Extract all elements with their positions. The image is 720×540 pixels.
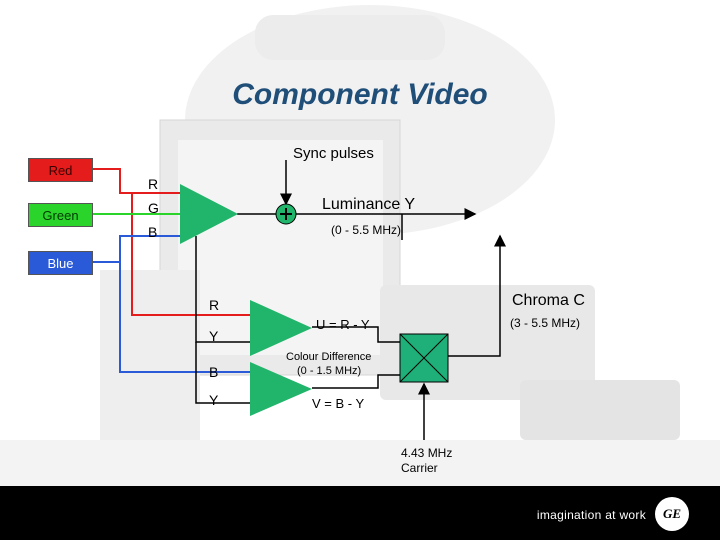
green-input-box: Green <box>28 203 93 227</box>
r-channel-label: R <box>148 176 159 192</box>
v-label: V = B - Y <box>312 396 365 411</box>
ge-logo-icon: GE <box>655 497 689 531</box>
chroma-range: (3 - 5.5 MHz) <box>510 316 581 330</box>
y-feed-lower <box>195 342 254 404</box>
colour-difference-range: (0 - 1.5 MHz) <box>297 365 362 377</box>
modulator-output-line <box>448 240 501 357</box>
b-channel-label: B <box>148 224 158 240</box>
v-line <box>312 374 400 389</box>
blue-signal-path <box>92 235 256 373</box>
red-input-box: Red <box>28 158 93 182</box>
v-amplifier <box>250 362 312 416</box>
u-line <box>312 326 400 343</box>
red-signal-path <box>92 168 262 316</box>
luminance-range: (0 - 5.5 MHz) <box>331 223 402 237</box>
b-input-label: B <box>209 364 219 380</box>
luminance-amplifier <box>180 184 238 244</box>
black-signal-path <box>195 160 506 440</box>
footer-bar <box>0 486 720 540</box>
y-feed-upper <box>195 236 254 343</box>
signal-wiring <box>92 160 506 440</box>
footer-tagline: imagination at work <box>536 508 646 522</box>
u-amplifier <box>250 300 312 356</box>
colour-difference-label: Colour Difference <box>286 351 372 363</box>
y-input-label-lower: Y <box>209 392 219 408</box>
g-channel-label: G <box>148 200 159 216</box>
chroma-label: Chroma C <box>512 292 585 309</box>
page-title: Component Video <box>232 78 488 111</box>
r-input-label: R <box>209 297 220 313</box>
luminance-label: Luminance Y <box>322 196 416 213</box>
u-label: U = R - Y <box>316 317 370 332</box>
blue-input-box: Blue <box>28 251 93 275</box>
sync-pulses-label: Sync pulses <box>293 145 374 162</box>
carrier-frequency: 4.43 MHz <box>401 446 453 460</box>
y-input-label-upper: Y <box>209 328 219 344</box>
carrier-label: Carrier <box>401 461 438 475</box>
